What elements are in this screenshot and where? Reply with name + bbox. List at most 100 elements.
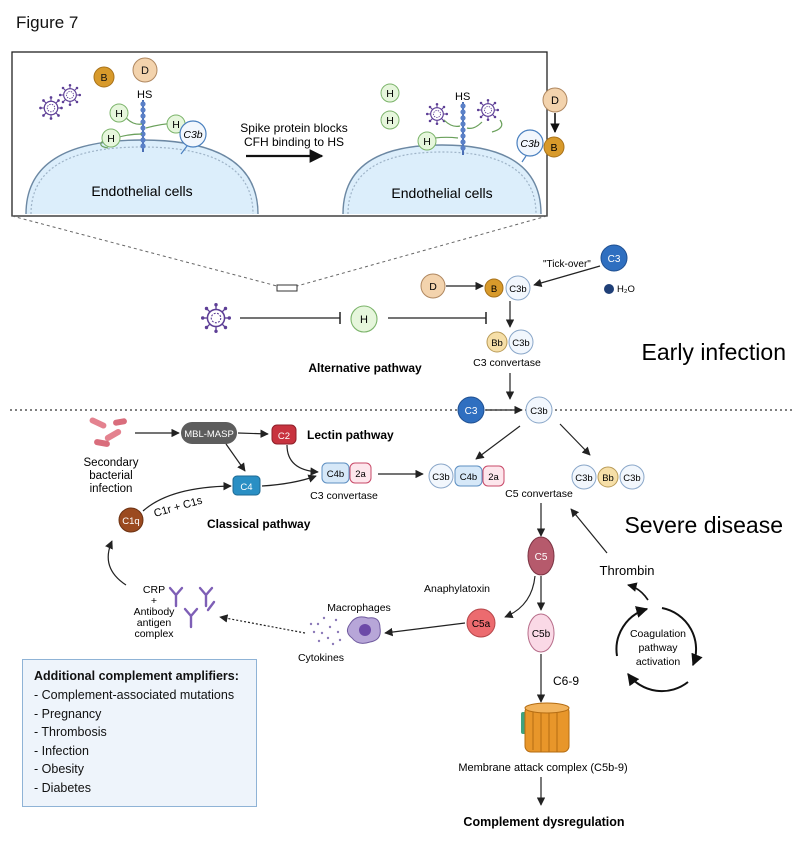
c5-convertase-label: C5 convertase (505, 488, 573, 500)
endothelial-cell-right: Endothelial cells (342, 144, 542, 215)
spike-text-1: Spike protein blocks (240, 121, 347, 135)
anaphylatoxin-label: Anaphylatoxin (424, 583, 490, 595)
svg-text:C5a: C5a (472, 619, 491, 630)
factor-h-left-1: H (109, 103, 129, 123)
c1q-node: C1q (118, 507, 144, 533)
c3b-right: C3b (516, 129, 544, 163)
svg-text:H: H (115, 108, 123, 120)
hs-label-right: HS (455, 91, 470, 103)
virus-icon (200, 302, 232, 334)
amplifiers-title: Additional complement amplifiers: (34, 669, 239, 683)
svg-text:C4: C4 (240, 482, 252, 493)
svg-text:D: D (141, 65, 149, 77)
svg-text:H: H (423, 136, 431, 148)
heparan-sulfate-right: HS (455, 91, 470, 155)
factor-h-left-2: H (101, 128, 121, 148)
amplifier-item: Obesity (34, 760, 245, 779)
crp-complex-1: CRP (143, 584, 165, 596)
tick-over-label: "Tick-over" (543, 259, 591, 270)
c3-convertase-alt-label: C3 convertase (473, 357, 541, 369)
factor-b-right: B (543, 136, 565, 158)
svg-text:Bb: Bb (491, 338, 503, 349)
svg-text:C4b: C4b (327, 469, 344, 480)
secondary-infection-3: infection (90, 483, 133, 495)
amplifier-item: Thrombosis (34, 723, 245, 742)
svg-text:C3b: C3b (512, 338, 529, 349)
coagulation-cycle (615, 606, 703, 693)
cytokines-icon (309, 616, 342, 646)
amplifier-item: Pregnancy (34, 705, 245, 724)
factor-d-right: D (542, 87, 568, 113)
factor-h-node: H (350, 305, 378, 333)
b-c3b-complex: B C3b (484, 275, 531, 301)
macrophages-label: Macrophages (327, 602, 391, 614)
c5b-node: C5b (527, 613, 555, 653)
crp-complex-4: antigen (137, 617, 172, 629)
h2o-label: H₂O (617, 284, 635, 295)
c3-tickover-node: C3 (600, 244, 628, 272)
c3b-left: C3b (179, 120, 207, 155)
mbl-masp-node: MBL-MASP (181, 422, 237, 444)
svg-text:C3b: C3b (183, 129, 202, 141)
svg-text:D: D (551, 95, 559, 107)
crp-complex-3: Antibody (134, 606, 176, 618)
lectin-pathway-label: Lectin pathway (307, 428, 394, 442)
svg-text:C3b: C3b (575, 473, 592, 484)
c1r-c1s-label: C1r + C1s (153, 494, 205, 519)
svg-text:2a: 2a (355, 469, 366, 480)
endothelial-cells-label-right: Endothelial cells (391, 185, 492, 201)
svg-text:C3: C3 (465, 406, 478, 417)
c5a-node: C5a (466, 608, 496, 638)
mac-pore-icon (521, 702, 570, 753)
secondary-infection-1: Secondary (84, 457, 139, 469)
svg-text:C5: C5 (535, 552, 548, 563)
svg-text:C3b: C3b (530, 406, 547, 417)
svg-text:H: H (360, 314, 368, 326)
amplifier-item: Infection (34, 742, 245, 761)
svg-text:H: H (386, 88, 394, 100)
alternative-pathway-label: Alternative pathway (308, 361, 422, 375)
svg-text:C3b: C3b (520, 138, 539, 150)
svg-text:B: B (100, 72, 107, 84)
antibody-icon (168, 586, 216, 629)
spike-text-2: CFH binding to HS (244, 135, 344, 149)
factor-d-left: D (132, 57, 158, 83)
c3-convertase-classical: C4b 2a (321, 462, 372, 484)
factor-b-left: B (93, 66, 115, 88)
amplifier-item: Complement-associated mutations (34, 686, 245, 705)
bacteria-icon (89, 417, 127, 447)
svg-text:Bb: Bb (602, 473, 614, 484)
svg-text:C3b: C3b (509, 284, 526, 295)
coagulation-3: activation (636, 656, 681, 668)
svg-text:B: B (491, 284, 497, 295)
svg-text:2a: 2a (488, 472, 499, 483)
svg-text:MBL-MASP: MBL-MASP (184, 429, 234, 440)
crp-complex-5: complex (134, 628, 174, 640)
complement-dysregulation-label: Complement dysregulation (463, 815, 624, 829)
c5-convertase-alternative: C3b Bb C3b (571, 464, 645, 490)
svg-text:C3b: C3b (623, 473, 640, 484)
mac-label: Membrane attack complex (C5b-9) (458, 762, 627, 774)
heparan-sulfate-left: HS (137, 89, 152, 152)
c3-node: C3 (457, 396, 485, 424)
c6-9-label: C6-9 (553, 674, 579, 688)
crp-complex-2: + (151, 595, 157, 607)
factor-h-free-2: H (380, 110, 400, 130)
secondary-infection-2: bacterial (89, 470, 132, 482)
factor-h-free-1: H (380, 83, 400, 103)
c5-node: C5 (527, 536, 555, 576)
thrombin-label: Thrombin (600, 563, 655, 578)
amplifiers-box: Additional complement amplifiers: Comple… (22, 659, 257, 807)
svg-text:C1q: C1q (122, 516, 139, 527)
svg-text:C2: C2 (278, 431, 290, 442)
figure-label: Figure 7 (16, 13, 78, 32)
hs-label-left: HS (137, 89, 152, 101)
svg-text:D: D (429, 281, 437, 293)
svg-text:H: H (172, 119, 180, 131)
c5-convertase-classical: C3b C4b 2a (428, 463, 505, 489)
c2-node: C2 (271, 424, 297, 445)
svg-text:H: H (386, 115, 394, 127)
coagulation-2: pathway (638, 642, 678, 654)
factor-d-node: D (420, 273, 446, 299)
